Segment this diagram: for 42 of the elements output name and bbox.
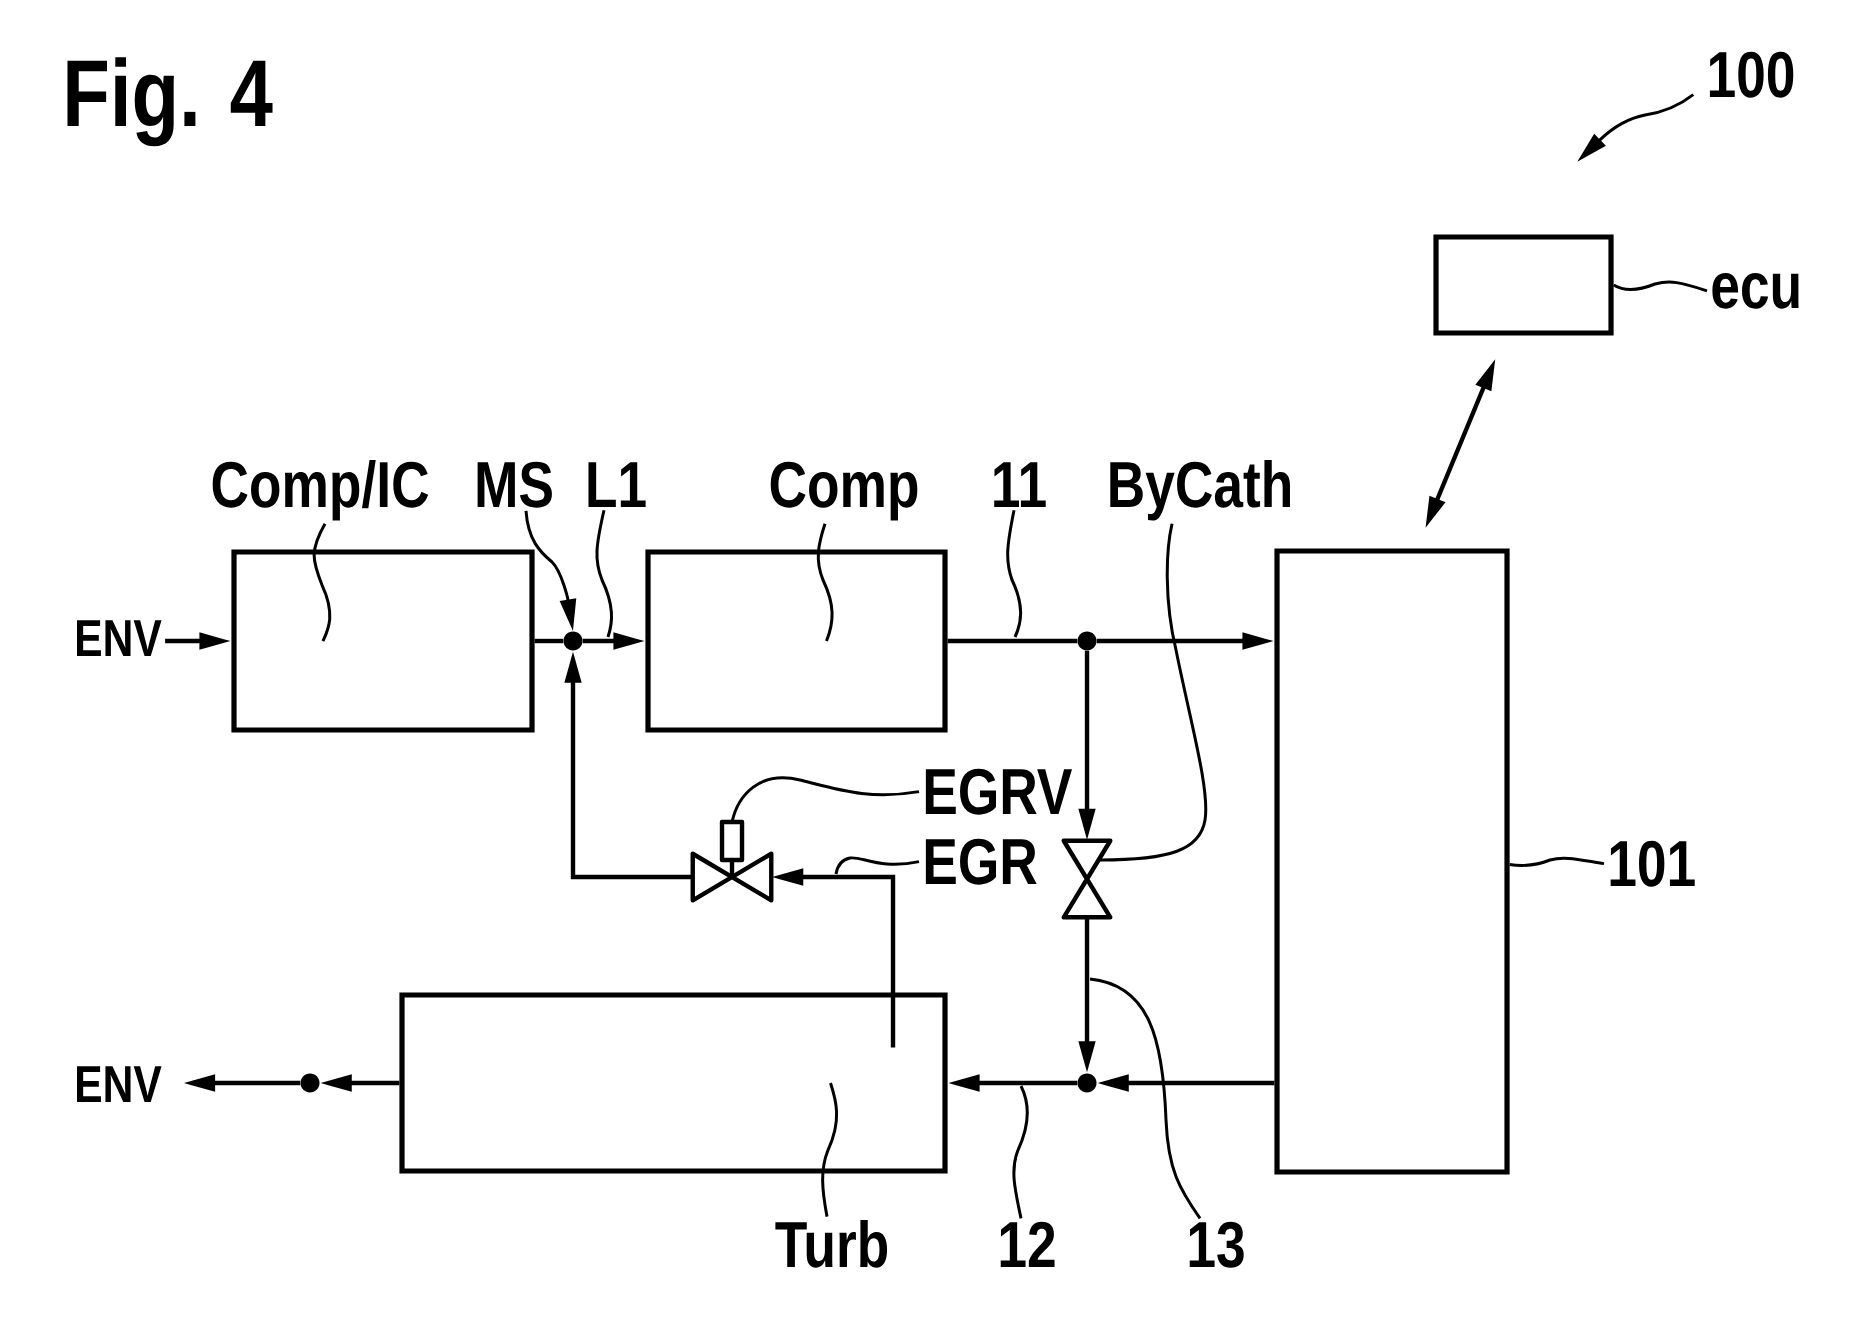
reference-label: ByCath [1110,459,1290,521]
leader-line [1612,280,1708,293]
leader-line [312,523,332,642]
port-label: ENV [77,1066,162,1102]
valve-symbol [690,819,774,903]
junction-dot [563,631,583,651]
junction-dot [1077,631,1097,651]
reference-label: 12 [1000,1221,1055,1267]
flow-line [534,638,564,644]
figure-title: Fig. 4 [67,57,273,147]
block-box [231,549,535,733]
reference-label: EGR [925,838,1037,885]
junction-dot [1077,1073,1097,1093]
leader-line [1509,856,1605,867]
block-box [1274,548,1510,1175]
leader-line [1006,510,1023,638]
reference-label: Turb [775,1219,888,1268]
flow-line [947,638,1078,644]
reference-label: Comp/IC [212,459,429,521]
block-box [1433,234,1614,336]
leader-line [1089,977,1202,1220]
junction-dot [300,1073,320,1093]
leader-line [1012,1085,1029,1219]
reference-label: 100 [1709,51,1794,98]
reference-label: L1 [588,462,646,507]
port-label: ENV [77,620,162,656]
reference-label: EGRV [925,768,1072,815]
valve-symbol [1061,838,1113,920]
reference-label: 11 [994,462,1046,507]
reference-label: ecu [1712,273,1799,309]
reference-label: Comp [770,461,918,521]
leader-line [1100,523,1208,862]
leader-line [821,1082,839,1217]
reference-label: 13 [1189,1221,1244,1268]
leader-line [730,776,920,823]
reference-label: MS [477,461,552,508]
leader-line [834,856,920,875]
leader-line [595,509,613,638]
block-box [645,549,948,733]
leader-line [816,523,834,642]
reference-label: 101 [1610,840,1695,887]
block-box [399,992,948,1174]
